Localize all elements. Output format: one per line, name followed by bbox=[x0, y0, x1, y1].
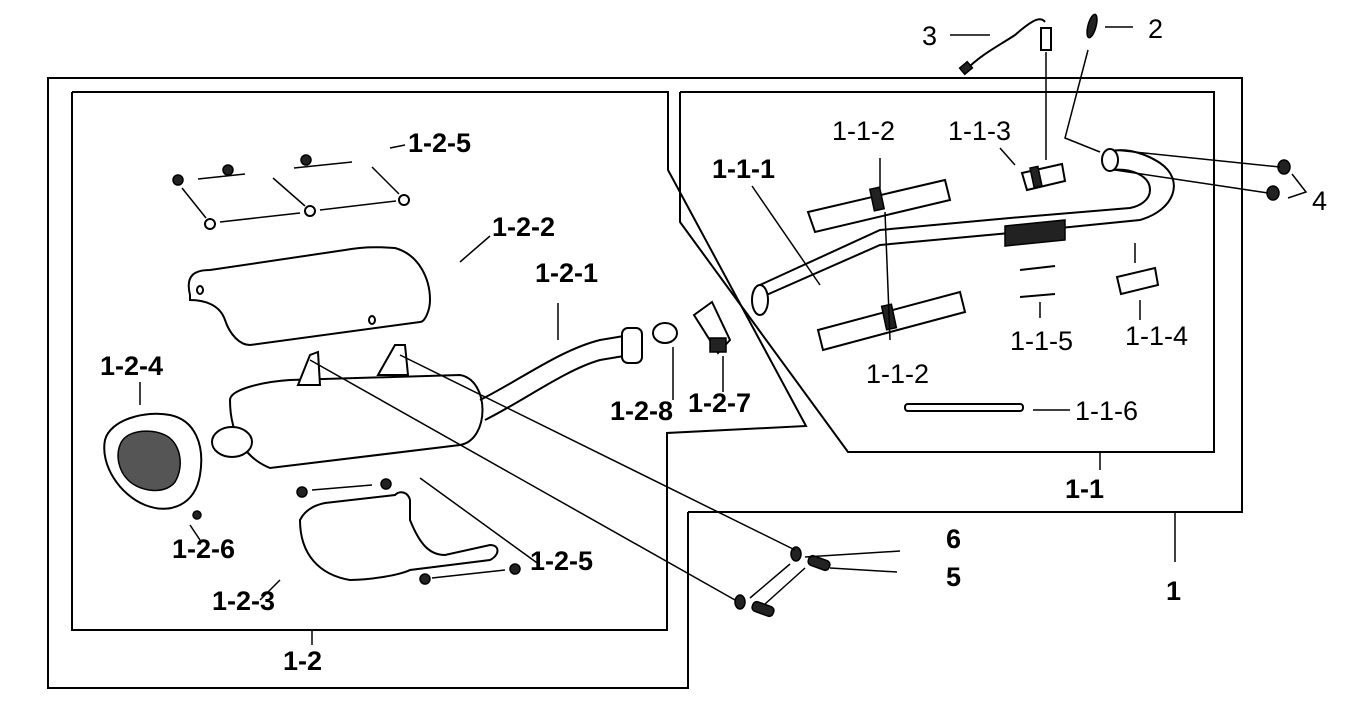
label-1-1: 1-1 bbox=[1065, 474, 1104, 504]
upper-heat-shield-part[interactable] bbox=[187, 246, 432, 347]
label-1-1-4: 1-1-4 bbox=[1125, 321, 1188, 351]
clamp-1-2-7-part[interactable] bbox=[692, 300, 732, 392]
label-1-1-6: 1-1-6 bbox=[1075, 396, 1138, 426]
label-1-1-1: 1-1-1 bbox=[712, 154, 775, 184]
heat-shield-1-1-2-bottom-part[interactable] bbox=[816, 290, 967, 352]
header-pipe-part[interactable] bbox=[751, 148, 1175, 316]
label-1-2: 1-2 bbox=[283, 646, 322, 676]
label-1-2-5-top: 1-2-5 bbox=[408, 128, 471, 158]
label-2: 2 bbox=[1148, 14, 1163, 44]
group-1-boundary bbox=[47, 77, 1243, 689]
label-6: 6 bbox=[946, 524, 961, 554]
lower-heat-shield-part[interactable] bbox=[296, 478, 521, 585]
label-1: 1 bbox=[1166, 576, 1181, 606]
label-1-2-4: 1-2-4 bbox=[100, 351, 163, 381]
heat-shield-1-1-4-part[interactable] bbox=[1115, 266, 1160, 296]
heat-shield-1-1-2-top-part[interactable] bbox=[806, 178, 952, 234]
gasket-part[interactable] bbox=[1064, 13, 1101, 153]
label-1-2-5-bottom: 1-2-5 bbox=[530, 546, 593, 576]
label-1-1-2-bottom: 1-1-2 bbox=[866, 359, 929, 389]
label-3: 3 bbox=[922, 21, 937, 51]
label-1-2-1: 1-2-1 bbox=[535, 258, 598, 288]
label-1-1-2-top: 1-1-2 bbox=[832, 116, 895, 146]
group-1-2-boundary bbox=[71, 91, 808, 631]
label-5: 5 bbox=[946, 562, 961, 592]
label-1-2-2: 1-2-2 bbox=[492, 212, 555, 242]
oxygen-sensor-part[interactable] bbox=[958, 18, 1052, 160]
bolt-washer-part[interactable] bbox=[734, 546, 831, 618]
nut-part[interactable] bbox=[1114, 149, 1291, 201]
end-cap-part[interactable] bbox=[103, 412, 203, 520]
gasket-sleeve-1-2-8-part[interactable] bbox=[652, 322, 678, 400]
heat-shield-1-1-3-part[interactable] bbox=[1020, 162, 1067, 192]
screw-washer-1-2-5-top-part[interactable] bbox=[172, 154, 410, 230]
group-1-1-boundary bbox=[679, 91, 1215, 453]
label-1-2-6: 1-2-6 bbox=[172, 534, 235, 564]
label-1-2-3: 1-2-3 bbox=[212, 586, 275, 616]
leader-lines bbox=[139, 26, 1308, 645]
label-4: 4 bbox=[1312, 186, 1327, 216]
label-1-1-3: 1-1-3 bbox=[948, 116, 1011, 146]
label-1-2-8: 1-2-8 bbox=[610, 396, 673, 426]
label-1-1-5: 1-1-5 bbox=[1010, 326, 1073, 356]
spring-part[interactable] bbox=[1019, 265, 1056, 298]
label-1-2-7: 1-2-7 bbox=[688, 388, 751, 418]
clamp-band-part[interactable] bbox=[904, 403, 1024, 412]
muffler-part[interactable] bbox=[211, 327, 643, 470]
